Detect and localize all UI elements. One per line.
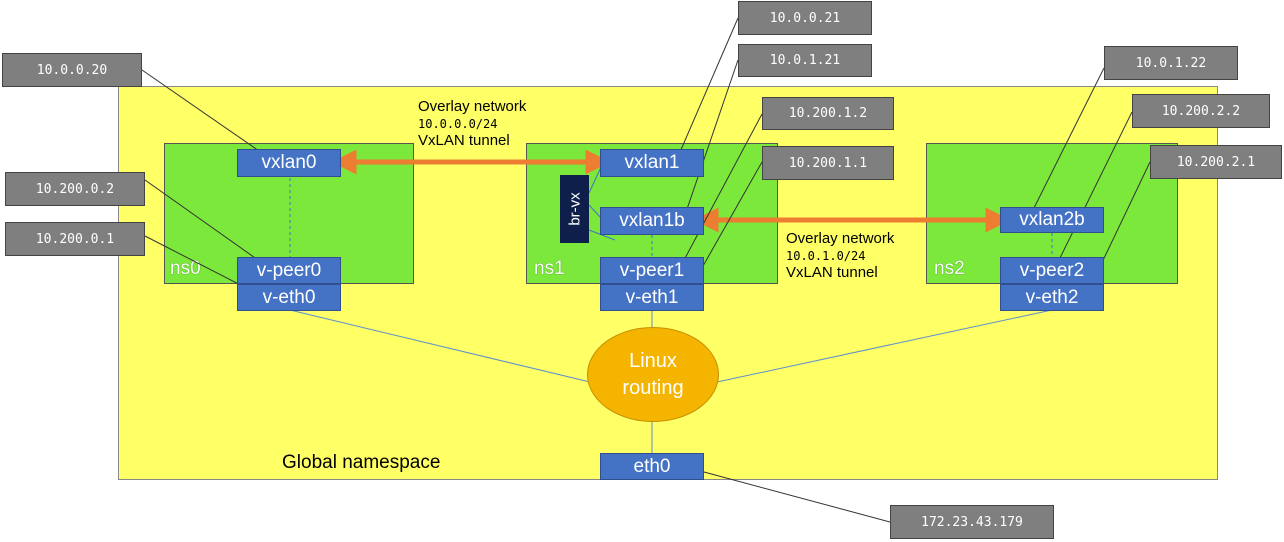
iface-vxlan1: vxlan1	[600, 149, 704, 177]
overlay-net0-type: VxLAN tunnel	[418, 131, 510, 149]
iface-vpeer2: v-peer2	[1000, 257, 1104, 284]
address-veth1: 10.200.1.1	[762, 146, 894, 180]
overlay-net1-label: Overlay network 10.0.1.0/24 VxLAN tunnel	[786, 230, 894, 283]
overlay-net0-label: Overlay network 10.0.0.0/24 VxLAN tunnel	[418, 98, 526, 151]
namespace-ns1-label: ns1	[534, 258, 565, 279]
router-line1: Linux	[629, 349, 677, 372]
iface-veth1: v-eth1	[600, 284, 704, 311]
global-namespace-label: Global namespace	[282, 452, 441, 473]
iface-vpeer1: v-peer1	[600, 257, 704, 284]
iface-vxlan2b: vxlan2b	[1000, 207, 1104, 233]
bridge-br-vx: br-vx	[560, 175, 589, 243]
leader-vxlan2b	[1032, 67, 1105, 211]
address-vxlan2b: 10.0.1.22	[1104, 46, 1238, 80]
namespace-ns2-label: ns2	[934, 258, 965, 279]
leader-vxlan0	[141, 69, 263, 154]
bridge-label: br-vx	[566, 192, 583, 226]
address-vxlan0: 10.0.0.20	[2, 53, 142, 87]
bridge-link-global	[588, 229, 616, 241]
address-vpeer0: 10.200.0.2	[5, 172, 145, 206]
overlay-net0-title: Overlay network	[418, 98, 527, 115]
address-vxlan1b: 10.0.1.21	[738, 44, 872, 77]
iface-eth0: eth0	[600, 453, 704, 480]
address-vxlan1: 10.0.0.21	[738, 1, 872, 35]
leader-vpeer0	[144, 179, 259, 261]
overlay-net1-subnet: 10.0.1.0/24	[786, 248, 866, 263]
iface-vxlan1b: vxlan1b	[600, 207, 704, 235]
overlay-net0-subnet: 10.0.0.0/24	[418, 116, 498, 131]
iface-veth2: v-eth2	[1000, 284, 1104, 311]
namespace-ns0-label: ns0	[170, 258, 201, 279]
iface-vxlan0: vxlan0	[237, 149, 341, 177]
address-eth0: 172.23.43.179	[890, 505, 1054, 539]
route-link-veth2	[716, 309, 1053, 383]
overlay-net1-type: VxLAN tunnel	[786, 263, 878, 281]
leader-vpeer2	[1057, 111, 1133, 263]
leader-eth0	[703, 471, 891, 523]
router-line2: routing	[622, 376, 684, 399]
overlay-net1-title: Overlay network	[786, 230, 895, 247]
route-link-veth0	[289, 309, 591, 383]
iface-vpeer0: v-peer0	[237, 257, 341, 284]
linux-routing: Linux routing	[587, 327, 719, 422]
leader-vxlan1b	[685, 59, 739, 213]
address-vpeer1: 10.200.1.2	[762, 97, 894, 130]
address-veth2: 10.200.2.1	[1150, 145, 1282, 179]
leader-vxlan1	[679, 17, 739, 153]
iface-veth0: v-eth0	[237, 284, 341, 311]
leader-vpeer1	[682, 113, 763, 263]
address-vpeer2: 10.200.2.2	[1132, 94, 1270, 128]
bridge-link-vxlan1b	[588, 204, 603, 220]
address-veth0: 10.200.0.1	[5, 222, 145, 256]
